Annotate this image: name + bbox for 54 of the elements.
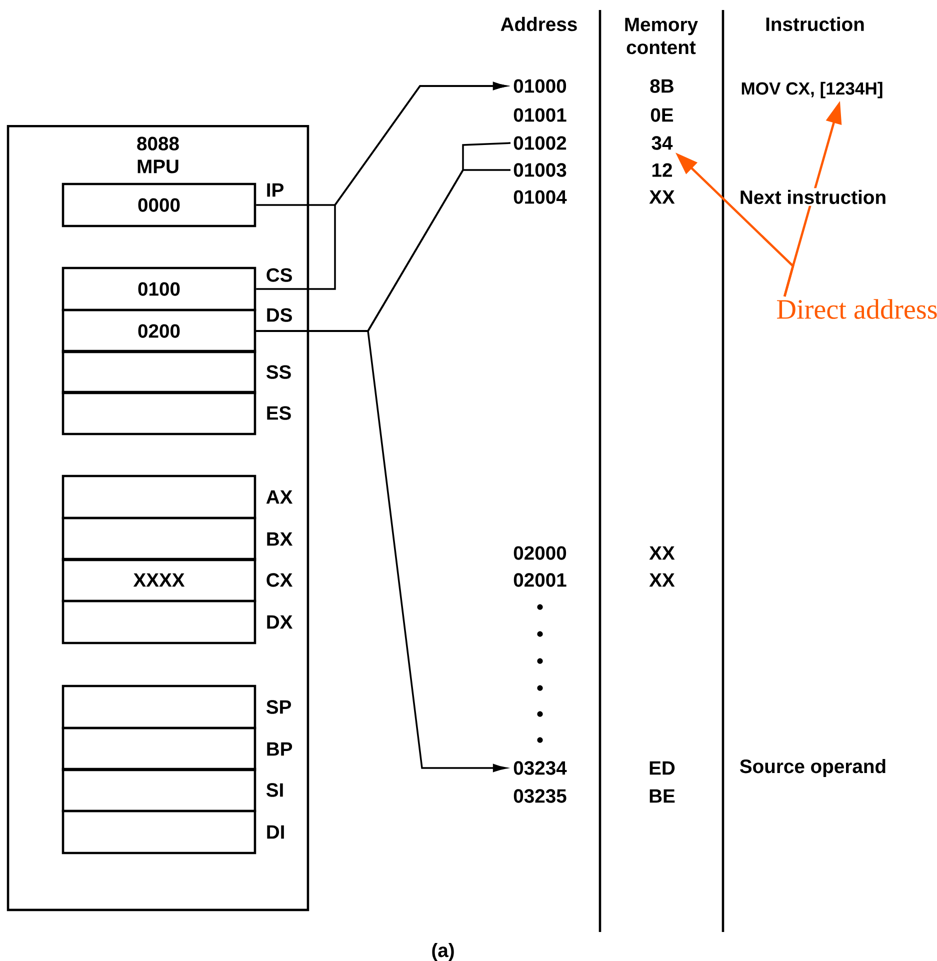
memory-address: 01002 (514, 136, 566, 150)
memory-value: ED (650, 761, 675, 775)
memory-address: 01004 (514, 190, 567, 204)
register-box (62, 350, 256, 394)
memory-value: XX (649, 573, 675, 587)
instruction-text: Next instruction (738, 188, 888, 206)
memory-address: 01000 (514, 79, 566, 93)
instruction-text: Source operand (740, 759, 886, 777)
memory-address: 01003 (514, 163, 566, 177)
register-name: DX (267, 615, 293, 629)
arrow (256, 82, 506, 290)
register-name: CS (266, 268, 292, 282)
register-box: 0000 (62, 182, 256, 228)
instruction-text: MOV CX, [1234H] (742, 82, 882, 98)
register-box: 0100 (62, 266, 256, 312)
register-box: 0200 (62, 308, 256, 354)
column-header: Memory content (625, 18, 698, 54)
register-box (62, 726, 256, 772)
memory-value: 34 (652, 136, 673, 150)
register-box (62, 390, 256, 436)
register-box (62, 474, 256, 520)
column-header: Address (500, 16, 577, 32)
memory-value: XX (649, 546, 675, 560)
memory-value: BE (650, 789, 675, 803)
register-box (62, 768, 256, 812)
register-box: XXXX (62, 558, 256, 602)
register-name: ES (267, 406, 291, 420)
memory-address: 03235 (514, 789, 566, 803)
memory-address: 02000 (514, 546, 566, 560)
register-name: AX (266, 490, 293, 504)
memory-address: 02001 (514, 573, 566, 587)
register-name: SS (266, 365, 291, 379)
memory-value: 8B (650, 79, 674, 93)
register-box (62, 600, 256, 644)
register-box (62, 516, 256, 562)
register-name: DI (267, 825, 284, 839)
memory-value: XX (649, 190, 675, 204)
column-header: Instruction (766, 16, 864, 32)
register-name: BX (267, 532, 293, 546)
memory-value: 0E (650, 108, 674, 122)
register-box (62, 810, 256, 854)
register-name: DS (267, 308, 292, 322)
memory-address: 01001 (514, 108, 566, 122)
register-name: CX (266, 573, 293, 587)
register-name: SI (266, 783, 283, 797)
register-name: SP (266, 700, 291, 714)
figure-label: (a) (432, 943, 454, 961)
register-box (62, 684, 256, 730)
memory-value: 12 (652, 163, 672, 177)
register-name: IP (267, 183, 284, 197)
arrow (256, 330, 506, 772)
memory-address: 03234 (514, 761, 567, 775)
register-name: BP (267, 742, 292, 756)
callout-text: Direct address (777, 299, 937, 319)
